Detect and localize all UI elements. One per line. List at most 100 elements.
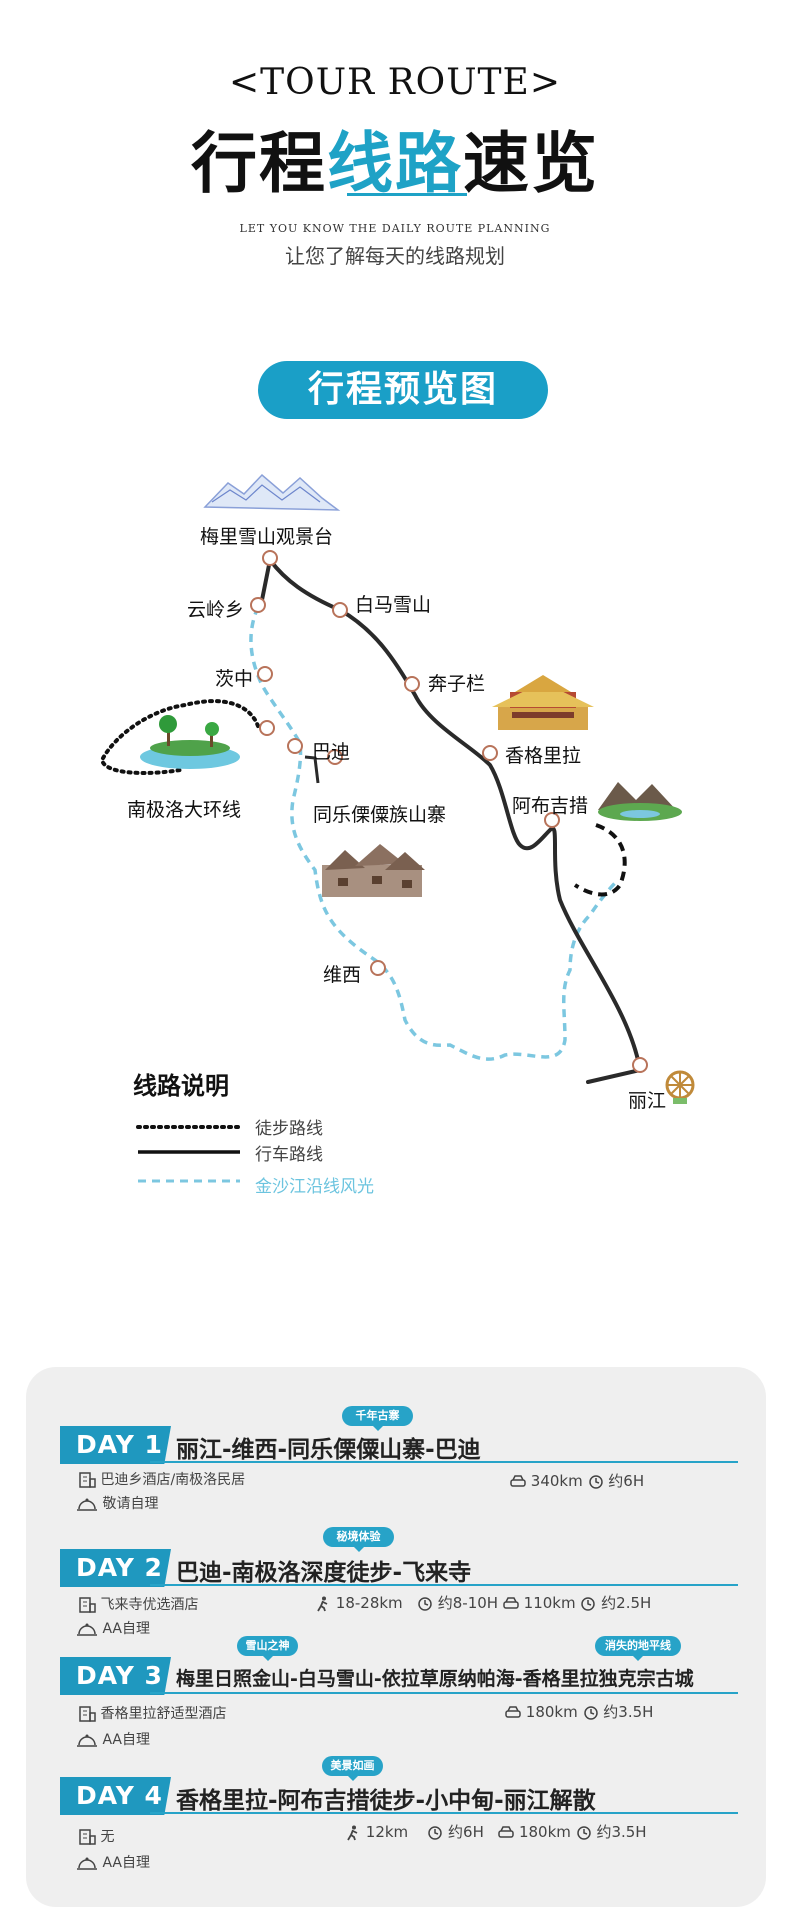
day4-hotel: 无: [100, 1829, 115, 1845]
day1-divider: [150, 1461, 738, 1463]
snow-mountain-illustration: [203, 473, 341, 511]
header-subtitle-cn: 让您了解每天的线路规划: [285, 244, 505, 268]
driving-route: [260, 558, 642, 1084]
car-icon: [503, 1596, 519, 1609]
hiker-icon: [347, 1825, 358, 1840]
day2-meal-row: AA自理: [76, 1618, 150, 1638]
day4-meal: AA自理: [102, 1855, 150, 1871]
day3-hotel: 香格里拉舒适型酒店: [100, 1706, 227, 1722]
day3-meal-row: AA自理: [76, 1729, 150, 1749]
day3-meal: AA自理: [102, 1732, 150, 1748]
label-cizhong: 茨中: [215, 668, 254, 690]
node-nanjiluo-junction: [259, 720, 275, 736]
day2-tag: 秘境体验: [323, 1527, 394, 1552]
clock-icon: [588, 1474, 603, 1489]
legend-hike-label: 徒步路线: [255, 1119, 323, 1139]
day4-drive-dist: 180km: [518, 1823, 571, 1841]
hike-route-abujicuo: [573, 823, 627, 897]
legend-title: 线路说明: [133, 1072, 229, 1100]
node-baima: [332, 602, 348, 618]
label-meili: 梅里雪山观景台: [200, 526, 334, 548]
day1-meal: 敬请自理: [102, 1496, 159, 1512]
tongle-village-illustration: [322, 844, 425, 897]
legend-river-label: 金沙江沿线风光: [255, 1177, 374, 1197]
abujicuo-mountain-illustration: [598, 782, 682, 821]
day2-meal: AA自理: [102, 1621, 150, 1637]
label-tongle: 同乐傈僳族山寨: [313, 804, 447, 826]
day1-badge: DAY 1: [60, 1426, 171, 1464]
day3-stats: 180km 约3.5H: [505, 1701, 653, 1722]
route-map: [99, 473, 695, 1183]
day1-drive-time: 约6H: [608, 1472, 645, 1490]
clock-icon: [428, 1825, 442, 1840]
header-title-part-b: 线路: [327, 124, 463, 202]
node-lijiang: [632, 1057, 648, 1073]
car-icon: [505, 1705, 521, 1718]
nanjiluo-lake-illustration: [140, 715, 240, 769]
day2-drive-dist: 110km: [523, 1594, 576, 1612]
clock-icon: [576, 1825, 591, 1840]
day2-hike-dist: 18-28km: [335, 1594, 403, 1612]
day4-tag: 美景如画: [322, 1756, 383, 1781]
cloche-icon: [77, 1857, 97, 1870]
day2-hotel-row: 飞来寺优选酒店: [78, 1594, 198, 1614]
day4-hike-time: 约6H: [448, 1823, 484, 1841]
driving-route-spur: [304, 755, 320, 784]
day2-divider: [150, 1584, 738, 1586]
hike-route-nanjiluo: [99, 699, 260, 775]
header-underline: [347, 193, 467, 196]
building-icon: [79, 1829, 96, 1845]
building-icon: [79, 1472, 96, 1488]
day2-hotel: 飞来寺优选酒店: [100, 1597, 199, 1613]
day1-tag: 千年古寨: [342, 1406, 413, 1431]
day3-tag2: 消失的地平线: [595, 1636, 681, 1661]
day2-drive-time: 约2.5H: [601, 1594, 652, 1612]
clock-icon: [418, 1596, 432, 1611]
header-title-cn: 行程线路速览: [0, 110, 790, 206]
node-yunling: [250, 597, 266, 613]
node-badi: [287, 738, 303, 754]
day3-tag: 雪山之神: [237, 1636, 298, 1661]
day4-meal-row: AA自理: [76, 1852, 150, 1872]
day4-hike-dist: 12km: [365, 1823, 409, 1841]
node-meili: [262, 550, 278, 566]
building-icon: [79, 1706, 96, 1722]
node-tongle: [327, 749, 343, 765]
day3-hotel-row: 香格里拉舒适型酒店: [78, 1703, 226, 1723]
cloche-icon: [77, 1734, 97, 1747]
header-title-part-a: 行程: [191, 124, 327, 202]
cloche-icon: [77, 1498, 97, 1511]
day2-stats: 18-28km 约8-10H 110km 约2.5H: [315, 1592, 651, 1613]
header-title-en: <TOUR ROUTE>: [229, 62, 561, 103]
label-baima: 白马雪山: [355, 594, 432, 616]
header-subtitle-en: LET YOU KNOW THE DAILY ROUTE PLANNING: [239, 222, 551, 235]
clock-icon: [581, 1596, 596, 1611]
cloche-icon: [77, 1623, 97, 1636]
day3-route: 梅里日照金山-白马雪山-依拉草原纳帕海-香格里拉独克宗古城: [176, 1668, 694, 1690]
day2-badge: DAY 2: [60, 1549, 171, 1587]
day1-hotel-row: 巴迪乡酒店/南极洛民居: [78, 1469, 245, 1489]
car-icon: [510, 1474, 526, 1487]
node-benzilan: [404, 676, 420, 692]
day3-divider: [150, 1692, 738, 1694]
label-shangrila: 香格里拉: [505, 745, 582, 767]
label-lijiang: 丽江: [628, 1090, 667, 1112]
hiker-icon: [317, 1596, 328, 1611]
day1-stats: 340km 约6H: [510, 1470, 644, 1491]
node-weixi: [370, 960, 386, 976]
legend-drive-label: 行车路线: [255, 1145, 323, 1165]
map-heading: 行程预览图: [258, 361, 548, 419]
node-abujicuo: [544, 812, 560, 828]
day2-hike-time: 约8-10H: [437, 1594, 499, 1612]
label-abujicuo: 阿布吉措: [512, 795, 589, 817]
day4-route: 香格里拉-阿布吉措徒步-小中甸-丽江解散: [176, 1788, 596, 1814]
header-title-part-c: 速览: [463, 124, 599, 202]
day4-hotel-row: 无: [78, 1826, 114, 1846]
day4-stats: 12km 约6H 180km 约3.5H: [345, 1821, 647, 1842]
day4-divider: [150, 1812, 738, 1814]
clock-icon: [583, 1705, 598, 1720]
label-badi: 巴迪: [312, 741, 351, 763]
day4-badge: DAY 4: [60, 1777, 171, 1815]
day1-route: 丽江-维西-同乐傈僳山寨-巴迪: [176, 1437, 481, 1463]
label-yunling: 云岭乡: [187, 599, 245, 621]
